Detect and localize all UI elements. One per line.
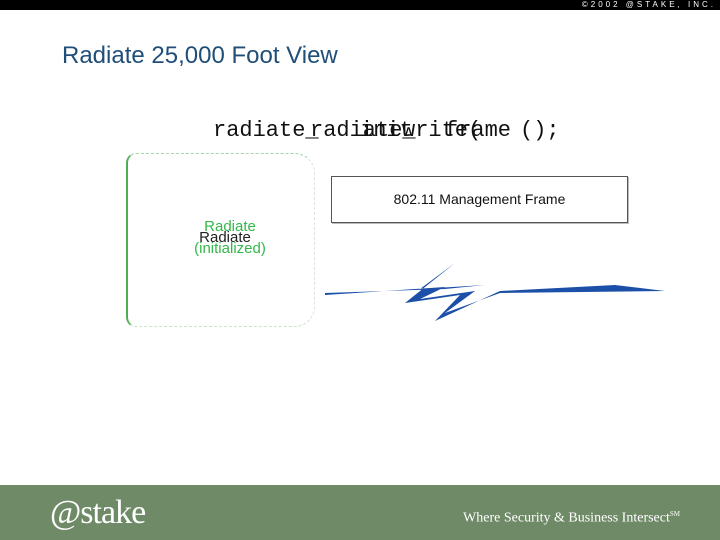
footer-bar [0,485,720,540]
code-text-4: write( [402,118,482,143]
radiate-state-box [126,153,315,327]
top-bar: ©2002 @STAKE, INC. [0,0,720,10]
radiate-label: Radiate [204,218,256,235]
footer-tagline: Where Security & Business IntersectSM [463,510,680,527]
bolt-shape [325,263,665,321]
code-text-5: frame [445,118,512,143]
service-mark: SM [669,510,680,518]
code-text-1: radiate_ [213,118,319,143]
code-text-2: radiate_ [310,118,416,143]
stake-logo: @stake [50,494,146,531]
code-text-3: init [360,118,413,143]
management-frame-label: 802.11 Management Frame [393,191,566,207]
management-frame-box: 802.11 Management Frame [331,176,628,223]
copyright-text: ©2002 @STAKE, INC. [581,0,716,9]
lightning-bolt-icon [325,263,665,321]
code-text-6: (); [520,118,560,143]
radiate-overlay-label: Radiate [199,229,251,246]
radiate-state-label: (initialized) [194,240,266,257]
slide-title: Radiate 25,000 Foot View [62,42,338,69]
radiate-initialized-label: Radiate (initialized) [185,219,275,257]
tagline-text: Where Security & Business Intersect [463,510,670,526]
